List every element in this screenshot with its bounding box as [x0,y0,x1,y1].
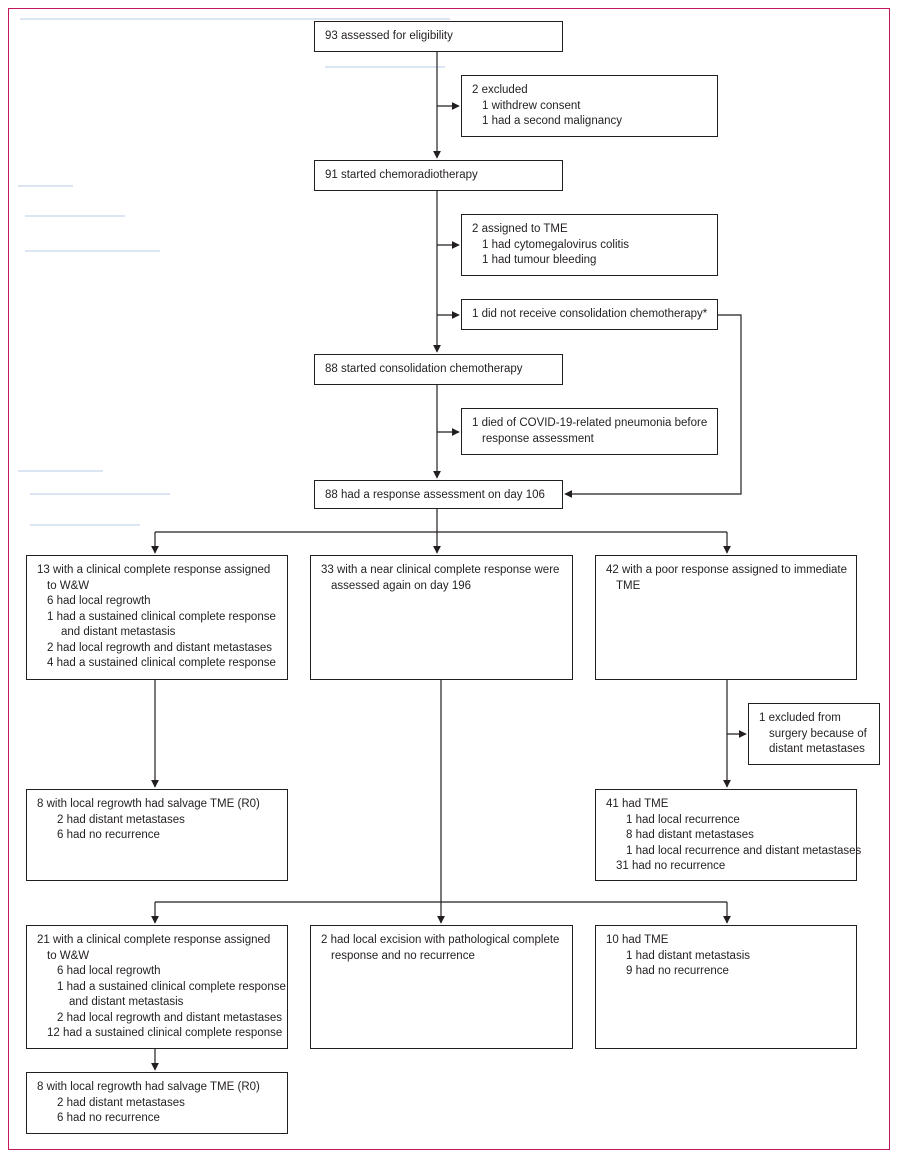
excluded-surgery-box: 1 excluded from surgery because of dista… [748,703,880,765]
started-crt-box: 91 started chemoradiotherapy [314,160,563,191]
tme-41-item: 1 had local recurrence and distant metas… [626,844,862,857]
salvage-box: 8 with local regrowth had salvage TME (R… [26,789,288,881]
no-consolidation-label: 1 did not receive consolidation chemothe… [472,308,708,320]
near-ccr-line: 33 with a near clinical complete respons… [321,564,560,576]
poor-response-box: 42 with a poor response assigned to imme… [595,555,857,680]
near-ccr-box: 33 with a near clinical complete respons… [310,555,573,680]
tme-41-item: 8 had distant metastases [626,829,754,841]
ww-item: 6 had local regrowth [47,595,151,607]
tme-10-item: 9 had no recurrence [626,965,729,977]
salvage-2-item: 6 had no recurrence [57,1112,160,1124]
ghost-mark [30,493,170,495]
ww2-item: 1 had a sustained clinical complete resp… [57,980,286,993]
excluded-surgery-line: 1 excluded from [759,712,841,724]
local-excision-line: 2 had local excision with pathological c… [321,934,560,946]
excluded-item: 1 withdrew consent [482,99,581,112]
assigned-tme-header: 2 assigned to TME [472,223,568,235]
ww2-item: and distant metastasis [69,996,184,1008]
started-consolidation-label: 88 started consolidation chemotherapy [325,363,523,375]
excluded-surgery-line: distant metastases [769,743,865,755]
tme-41-box: 41 had TME 1 had local recurrence 8 had … [595,789,862,881]
near-ccr-line: assessed again on day 196 [331,579,472,592]
salvage-item: 6 had no recurrence [57,829,160,841]
excluded-box: 2 excluded 1 withdrew consent 1 had a se… [461,75,718,137]
ww2-header: 21 with a clinical complete response ass… [37,934,271,946]
excluded-header: 2 excluded [472,84,528,96]
tme-10-header: 10 had TME [606,934,669,946]
died-line: response assessment [482,432,594,445]
ghost-mark [18,185,73,187]
started-consolidation-box: 88 started consolidation chemotherapy [314,354,563,385]
ghost-mark [30,524,140,526]
poor-response-line: TME [616,579,641,592]
excluded-surgery-line: surgery because of [769,727,867,740]
tme-41-item: 1 had local recurrence [626,813,740,826]
ghost-mark [18,470,103,472]
ww-header: 13 with a clinical complete response ass… [37,564,271,576]
assigned-tme-box: 2 assigned to TME 1 had cytomegalovirus … [461,214,718,276]
ww2-item: 6 had local regrowth [57,965,161,977]
assessed-label: 93 assessed for eligibility [325,30,453,42]
figure-frame [8,8,890,1150]
assigned-tme-item: 1 had tumour bleeding [482,254,597,266]
ww2-item: 12 had a sustained clinical complete res… [47,1027,283,1039]
ghost-mark [325,66,445,68]
started-crt-label: 91 started chemoradiotherapy [325,169,478,181]
ghost-mark [20,18,450,20]
ww-group-box: 13 with a clinical complete response ass… [26,555,288,680]
tme-10-item: 1 had distant metastasis [626,949,751,962]
ww-item: 2 had local regrowth and distant metasta… [47,641,273,654]
salvage-2-box: 8 with local regrowth had salvage TME (R… [26,1072,288,1134]
died-box: 1 died of COVID-19-related pneumonia bef… [461,408,718,455]
assessed-box: 93 assessed for eligibility [314,21,563,52]
ww-item: 4 had a sustained clinical complete resp… [47,657,276,669]
arrow-bypass-to-response [564,314,742,498]
tme-41-item: 31 had no recurrence [616,860,726,872]
local-excision-line: response and no recurrence [331,949,475,962]
assigned-tme-item: 1 had cytomegalovirus colitis [482,238,630,251]
salvage-2-item: 2 had distant metastases [57,1096,185,1109]
ww2-header: to W&W [47,949,90,962]
salvage-header: 8 with local regrowth had salvage TME (R… [37,798,260,810]
ww-item: and distant metastasis [61,626,176,638]
died-line: 1 died of COVID-19-related pneumonia bef… [472,417,708,429]
excluded-item: 1 had a second malignancy [482,115,623,127]
response-assessment-label: 88 had a response assessment on day 106 [325,489,545,501]
tme-10-box: 10 had TME 1 had distant metastasis 9 ha… [595,925,857,1049]
tme-41-header: 41 had TME [606,798,669,810]
ghost-mark [25,250,160,252]
local-excision-box: 2 had local excision with pathological c… [310,925,573,1049]
ww-header: to W&W [47,579,90,592]
response-assessment-box: 88 had a response assessment on day 106 [314,480,563,509]
salvage-2-header: 8 with local regrowth had salvage TME (R… [37,1081,260,1093]
ww-group-2-box: 21 with a clinical complete response ass… [26,925,288,1049]
ww-item: 1 had a sustained clinical complete resp… [47,610,276,623]
salvage-item: 2 had distant metastases [57,813,185,826]
no-consolidation-box: 1 did not receive consolidation chemothe… [461,299,718,330]
ghost-mark [25,215,125,217]
poor-response-line: 42 with a poor response assigned to imme… [606,564,848,576]
ww2-item: 2 had local regrowth and distant metasta… [57,1011,283,1024]
